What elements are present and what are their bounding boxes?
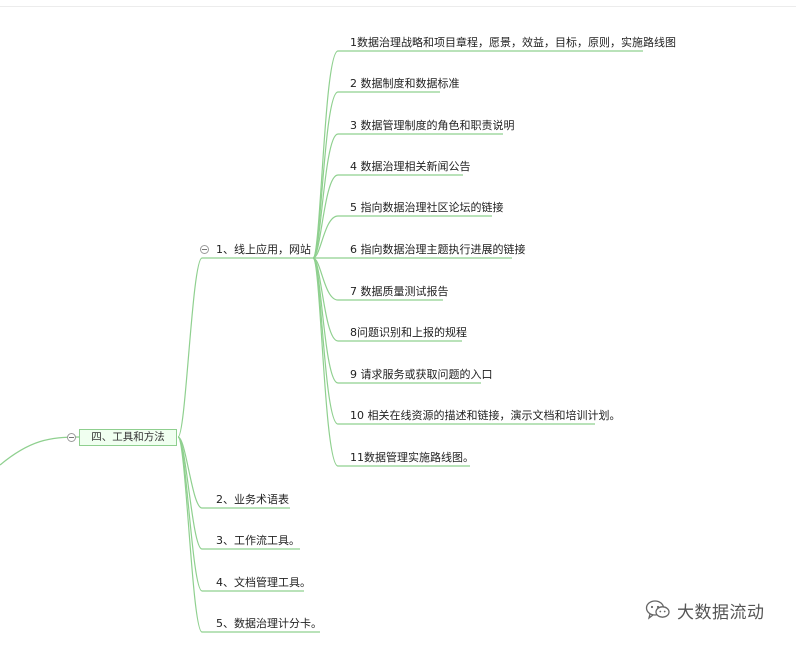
online-item-label: 8问题识别和上报的规程 <box>350 326 467 339</box>
branch-online-label: 1、线上应用，网站 <box>216 243 311 256</box>
branch-node[interactable]: 3、工作流工具。 <box>216 534 300 548</box>
branch-online-node[interactable]: 1、线上应用，网站 <box>216 243 311 257</box>
online-item[interactable]: 4 数据治理相关新闻公告 <box>350 160 471 174</box>
branch-label: 4、文档管理工具。 <box>216 576 311 589</box>
online-item[interactable]: 8问题识别和上报的规程 <box>350 326 467 340</box>
online-item-label: 5 指向数据治理社区论坛的链接 <box>350 201 504 214</box>
online-item-label: 6 指向数据治理主题执行进展的链接 <box>350 243 526 256</box>
root-branch-link <box>177 436 203 592</box>
online-item-label: 11数据管理实施路线图。 <box>350 451 474 464</box>
online-item-label: 3 数据管理制度的角色和职责说明 <box>350 119 515 132</box>
wechat-icon <box>645 600 670 620</box>
top-divider <box>0 6 796 7</box>
online-item[interactable]: 10 相关在线资源的描述和链接，演示文档和培训计划。 <box>350 409 621 423</box>
root-incoming-link <box>0 436 80 466</box>
online-item-label: 4 数据治理相关新闻公告 <box>350 160 471 173</box>
online-item-label: 7 数据质量测试报告 <box>350 285 449 298</box>
online-item[interactable]: 3 数据管理制度的角色和职责说明 <box>350 119 515 133</box>
online-item[interactable]: 2 数据制度和数据标准 <box>350 77 460 91</box>
branch-node[interactable]: 5、数据治理计分卡。 <box>216 617 322 631</box>
root-collapse-toggle[interactable] <box>67 433 76 442</box>
root-branch-link <box>177 436 203 633</box>
branch-online-collapse-toggle[interactable] <box>200 245 209 254</box>
watermark-text: 大数据流动 <box>677 602 765 623</box>
branch-label: 3、工作流工具。 <box>216 534 300 547</box>
watermark: 大数据流动 <box>645 596 765 624</box>
root-branch-link <box>177 257 203 438</box>
online-item[interactable]: 9 请求服务或获取问题的入口 <box>350 368 493 382</box>
online-item[interactable]: 5 指向数据治理社区论坛的链接 <box>350 201 504 215</box>
online-item-label: 2 数据制度和数据标准 <box>350 77 460 90</box>
online-item[interactable]: 1数据治理战略和项目章程，愿景，效益，目标，原则，实施路线图 <box>350 36 676 50</box>
branch-item-link <box>312 174 339 259</box>
branch-node[interactable]: 2、业务术语表 <box>216 493 289 507</box>
online-item[interactable]: 7 数据质量测试报告 <box>350 285 449 299</box>
online-item-label: 1数据治理战略和项目章程，愿景，效益，目标，原则，实施路线图 <box>350 36 676 49</box>
branch-node[interactable]: 4、文档管理工具。 <box>216 576 311 590</box>
online-item[interactable]: 6 指向数据治理主题执行进展的链接 <box>350 243 526 257</box>
root-node[interactable]: 四、工具和方法 <box>79 429 177 446</box>
branch-label: 5、数据治理计分卡。 <box>216 617 322 630</box>
branch-item-link <box>312 215 339 259</box>
root-node-label: 四、工具和方法 <box>91 431 165 443</box>
online-item-label: 9 请求服务或获取问题的入口 <box>350 368 493 381</box>
online-item[interactable]: 11数据管理实施路线图。 <box>350 451 474 465</box>
branch-item-link <box>312 257 339 467</box>
online-item-label: 10 相关在线资源的描述和链接，演示文档和培训计划。 <box>350 409 621 422</box>
branch-label: 2、业务术语表 <box>216 493 289 506</box>
